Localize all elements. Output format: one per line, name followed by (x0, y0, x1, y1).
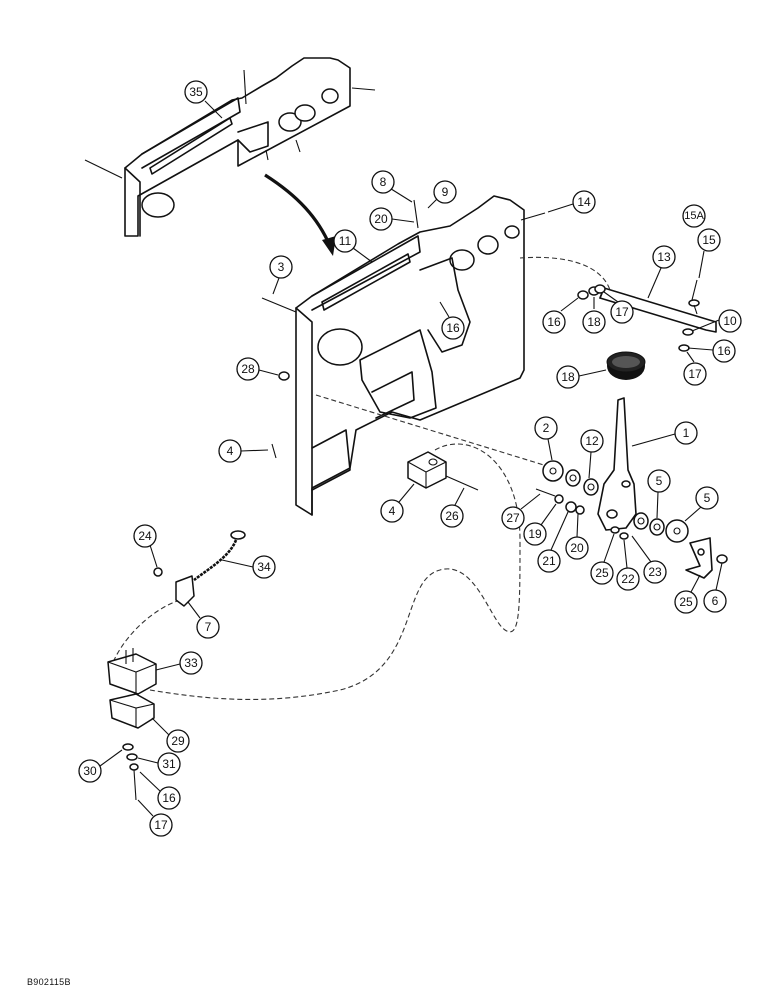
callout-19: 27 (506, 511, 520, 525)
callout-13: 13 (657, 250, 671, 264)
nut-28 (278, 371, 290, 381)
callout-3: 3 (278, 260, 285, 274)
callout-2: 1 (683, 426, 690, 440)
callout-21: 20 (570, 541, 584, 555)
callout-5-right: 5 (656, 474, 663, 488)
block-29 (107, 648, 157, 695)
screw-12 (271, 443, 277, 459)
callout-26: 4 (389, 504, 396, 518)
callout-32: 17 (154, 818, 168, 832)
callout-7: 6 (712, 594, 719, 608)
callout-4-right: 5 (704, 491, 711, 505)
callout-27: 26 (445, 509, 459, 523)
callout-30: 29 (171, 734, 185, 748)
callout-17-right: 16 (717, 344, 731, 358)
callout-24: 23 (648, 565, 662, 579)
callout-33: 7 (205, 620, 212, 634)
callout-4-left: 2 (543, 421, 550, 435)
callout-34: 24 (138, 529, 152, 543)
callout-5-left: 12 (585, 434, 599, 448)
hardware-left-cluster (577, 284, 606, 300)
callout-25-strap: 34 (257, 560, 271, 574)
callout-18-left: 16 (547, 315, 561, 329)
callout-6: 25 (679, 595, 693, 609)
callout-15a: 15A (684, 210, 704, 222)
callout-23: 22 (621, 572, 635, 586)
ground-strap-25 (153, 530, 246, 607)
assembly-line (315, 394, 561, 471)
callout-8: 8 (380, 175, 387, 189)
callout-9: 9 (442, 185, 449, 199)
hardware-lever-pivot (535, 488, 629, 540)
cable-block-26 (407, 451, 479, 491)
cable-route (149, 443, 521, 700)
callout-25-lever: 21 (542, 554, 556, 568)
callout-11: 11 (339, 234, 352, 248)
callout-10: 16 (446, 321, 460, 335)
callout-35: 35 (189, 85, 203, 99)
callout-29: 33 (184, 656, 198, 670)
callout-31: 30 (83, 764, 97, 778)
callout-15: 15 (702, 233, 716, 247)
callout-1: 18 (561, 370, 575, 384)
lever-2 (597, 397, 637, 531)
assembly-line (519, 256, 611, 291)
callout-18-right: 17 (688, 367, 702, 381)
callouts: 35 8 9 14 15A 15 20 11 3 13 16 (78, 80, 742, 837)
knob-1 (606, 351, 646, 380)
callout-17-bottom: 16 (162, 791, 176, 805)
bolt-32-stack (122, 743, 139, 801)
callout-16-left: 17 (615, 305, 629, 319)
bracket-6 (685, 537, 728, 579)
callout-22: 25 (595, 566, 609, 580)
callout-12: 4 (227, 444, 234, 458)
washer-group (542, 460, 689, 543)
arrow (264, 173, 332, 247)
callout-28: 28 (241, 362, 255, 376)
plate-inset-35 (84, 57, 376, 237)
main-plate-11 (261, 195, 546, 516)
drawing-code: B902115B (27, 977, 71, 987)
callout-20-bottom: 19 (528, 527, 542, 541)
callout-16-right: 10 (723, 314, 737, 328)
callout-16-bottom: 31 (162, 757, 176, 771)
block-30 (109, 693, 155, 729)
callout-20-top: 20 (374, 212, 388, 226)
callout-17-left: 18 (587, 315, 601, 329)
callout-14: 14 (577, 195, 591, 209)
